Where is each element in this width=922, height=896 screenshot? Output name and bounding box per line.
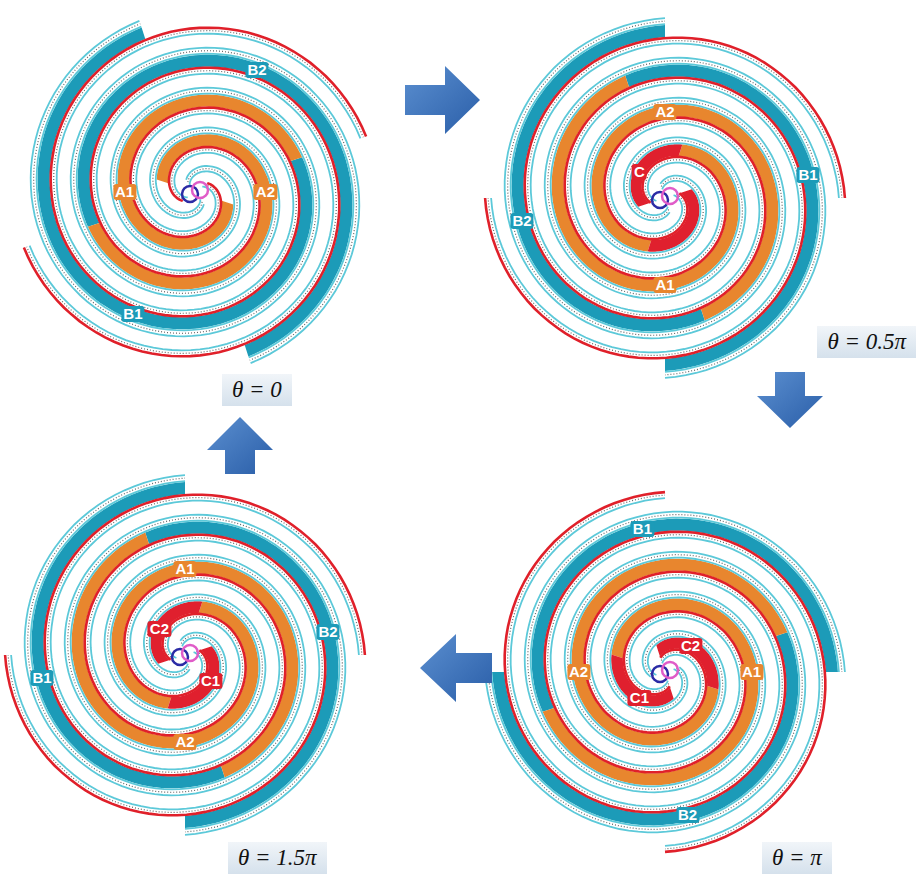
scroll-wall: [5, 535, 325, 816]
angle-text: θ = π: [772, 845, 822, 870]
scroll-wall: [45, 495, 365, 776]
chamber-label: A1: [113, 184, 136, 200]
scroll-wall: [525, 512, 845, 793]
chamber-label: C: [632, 164, 647, 180]
scroll-wall-center: [68, 518, 343, 832]
chamber-label: B1: [631, 521, 654, 537]
scroll-wall: [505, 18, 786, 338]
chamber-label: B1: [30, 670, 53, 686]
scroll-wall: [525, 38, 845, 319]
port-circle: [662, 188, 678, 204]
scroll-wall: [25, 475, 306, 795]
angle-box: θ = 0.5π: [817, 326, 916, 358]
scroll-wall-center: [8, 538, 322, 813]
chamber-label: A1: [740, 664, 763, 680]
scroll-wall-center: [508, 21, 783, 335]
port-circle: [172, 649, 188, 665]
chamber-label: A2: [173, 734, 196, 750]
scroll-wall: [505, 492, 786, 812]
port-circle: [192, 182, 208, 198]
scroll-wall-center: [27, 71, 337, 354]
scroll-wall: [24, 68, 339, 357]
chamber-label: B2: [676, 807, 699, 823]
scroll-wall: [485, 552, 805, 833]
chamber-label: C1: [628, 690, 651, 706]
angle-text: θ = 0.5π: [827, 329, 906, 354]
chamber-label: B2: [316, 624, 339, 640]
angle-text: θ = 0: [232, 377, 282, 402]
scroll-wall: [65, 515, 346, 835]
scroll-wall-center: [74, 51, 357, 361]
scroll-wall: [71, 48, 360, 363]
chamber-label: A2: [653, 104, 676, 120]
chamber-label: B1: [796, 167, 819, 183]
angle-box: θ = 1.5π: [228, 842, 327, 874]
scroll-wall: [485, 78, 805, 359]
chamber-label: B1: [121, 306, 144, 322]
chamber-label: A2: [567, 664, 590, 680]
step-arrow: [420, 634, 492, 702]
chamber-label: A1: [653, 277, 676, 293]
scroll-wall: [77, 54, 354, 358]
scroll-wall-center: [488, 555, 802, 830]
port-circle: [182, 186, 198, 202]
scroll-wall: [545, 532, 826, 852]
chamber-label: C1: [199, 673, 222, 689]
step-arrow: [207, 417, 273, 474]
step-arrow: [405, 66, 480, 134]
step-arrow: [757, 372, 823, 428]
scroll-wraps: [5, 18, 845, 852]
port-circle: [652, 192, 668, 208]
scroll-wall-center: [508, 495, 783, 809]
chamber-label: A1: [173, 561, 196, 577]
scroll-wall-center: [528, 41, 842, 316]
angle-box: θ = π: [762, 842, 832, 874]
chamber-label: C2: [679, 638, 702, 654]
port-circle: [662, 662, 678, 678]
angle-box: θ = 0: [222, 374, 292, 406]
chamber-label: C2: [148, 621, 171, 637]
scroll-wall: [57, 34, 361, 311]
port-circle: [652, 666, 668, 682]
port-circle: [182, 645, 198, 661]
chamber-label: A2: [254, 184, 277, 200]
angle-text: θ = 1.5π: [238, 845, 317, 870]
chamber-label: B2: [510, 213, 533, 229]
chamber-label: B2: [246, 62, 269, 78]
scroll-wall: [30, 74, 334, 351]
